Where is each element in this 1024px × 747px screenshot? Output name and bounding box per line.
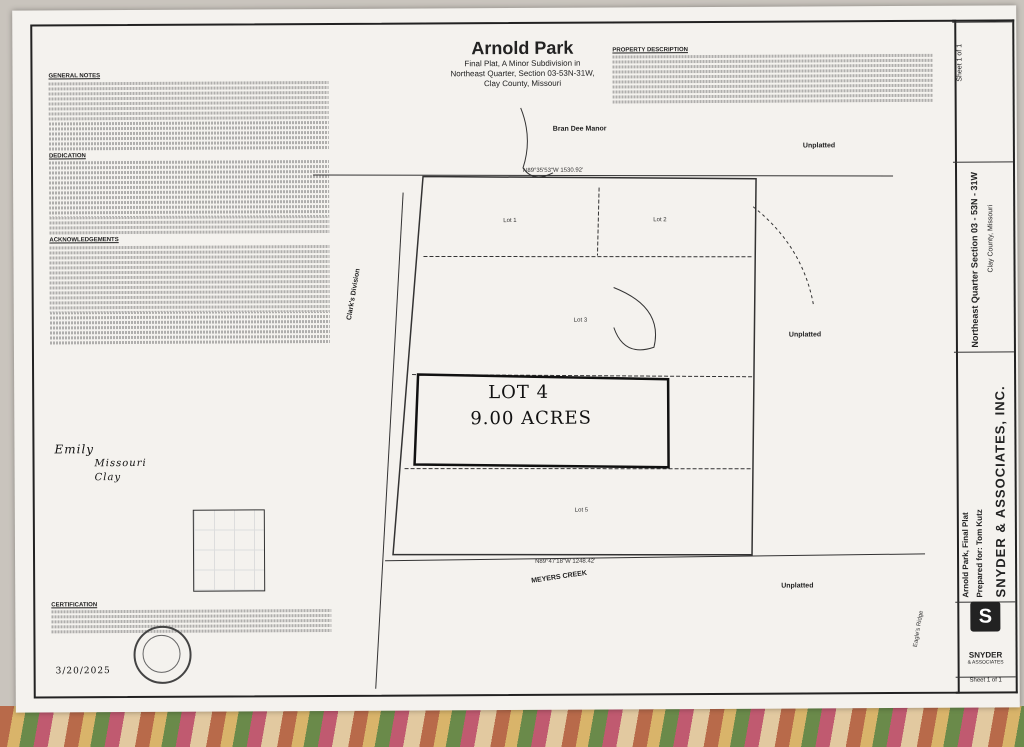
- title-block-logo-sub: & ASSOCIATES: [967, 659, 1004, 666]
- label-unplatted-se: Unplatted: [781, 582, 814, 590]
- plat-document: Arnold Park Final Plat, A Minor Subdivis…: [12, 5, 1020, 713]
- title-block-county: Clay County, Missouri: [987, 204, 995, 273]
- label-unplatted-ne: Unplatted: [802, 142, 836, 150]
- lot-line-1: [423, 255, 754, 258]
- handwritten-lot-4: LOT 4: [488, 381, 550, 404]
- lot-line-2: [596, 187, 600, 256]
- lot-line-4: [404, 468, 753, 470]
- title-block-sheet-bottom: Sheet 1 of 1: [955, 676, 1016, 684]
- south-section-line: [385, 553, 926, 562]
- label-lot-5: Lot 5: [574, 507, 589, 514]
- pond-outline: [613, 287, 656, 351]
- revision-table: [952, 21, 1013, 163]
- subdivision-boundary: [392, 175, 757, 556]
- label-lot-1: Lot 1: [503, 217, 517, 225]
- unplatted-line: [752, 206, 815, 307]
- north-section-line: [313, 174, 894, 177]
- title-block-sheet-top: Sheet 1 of 1: [956, 43, 964, 82]
- title-block-section: Northeast Quarter Section 03 - 53N - 31W: [969, 172, 980, 348]
- road-west: [375, 192, 404, 689]
- title-block-prepared-for: Prepared for: Tom Kutz: [974, 509, 985, 598]
- label-lot-2: Lot 2: [653, 217, 667, 224]
- snyder-logo-icon: [970, 601, 1001, 632]
- label-bran-dee-manor: Bran Dee Manor: [552, 125, 607, 133]
- creek-top: [520, 107, 554, 178]
- label-lot-3: Lot 3: [573, 317, 588, 324]
- label-unplatted-e: Unplatted: [788, 331, 822, 339]
- title-block-logo-text: SNYDER: [968, 650, 1003, 660]
- label-bearing-top: N89°35'53"W 1530.92': [522, 167, 584, 174]
- lot-4-pencil-outline: [413, 373, 670, 469]
- title-block: Northeast Quarter Section 03 - 53N - 31W…: [952, 19, 1018, 694]
- handwritten-acres: 9.00 ACRES: [470, 407, 592, 430]
- title-block-company: SNYDER & ASSOCIATES, INC.: [992, 385, 1009, 598]
- plat-drawing: [313, 107, 926, 689]
- label-bearing-bottom: N89°47'18"W 1248.42': [535, 558, 596, 565]
- title-block-plat-name: Arnold Park, Final Plat: [960, 512, 971, 598]
- background-fabric: [0, 706, 1024, 747]
